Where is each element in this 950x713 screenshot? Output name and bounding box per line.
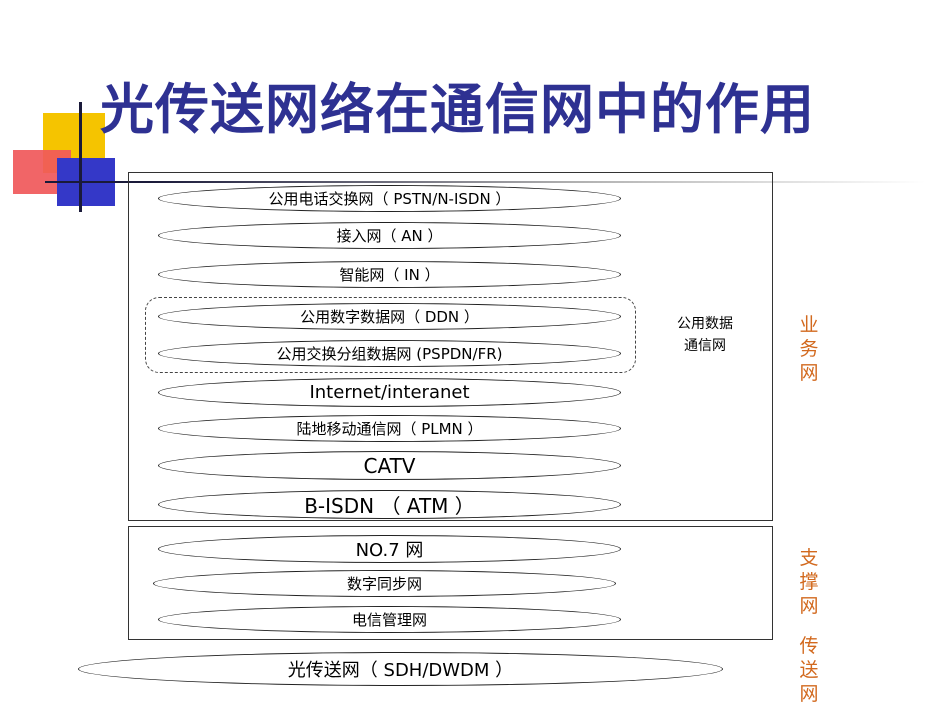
layer-pstn: 公用电话交换网（ PSTN/N-ISDN ） [158, 185, 621, 212]
layer-ddn: 公用数字数据网（ DDN ） [158, 303, 621, 330]
decor-horizontal-line [45, 181, 925, 183]
support-network-side-label: 支撑网 [799, 547, 819, 617]
slide-title: 光传送网络在通信网中的作用 [100, 78, 815, 141]
layer-pspdn: 公用交换分组数据网 (PSPDN/FR) [158, 340, 621, 367]
support-network-box [128, 526, 773, 640]
public-data-label-line2: 通信网 [684, 338, 726, 354]
public-data-network-label: 公用数据 通信网 [665, 313, 745, 357]
layer-internet: Internet/interanet [158, 378, 621, 407]
service-network-box [128, 172, 773, 521]
decor-vertical-line [79, 102, 82, 212]
transport-network-side-label: 传送网 [799, 635, 819, 705]
layer-digital-sync: 数字同步网 [153, 570, 616, 597]
public-data-label-line1: 公用数据 [677, 316, 733, 332]
layer-b-isdn: B-ISDN （ ATM ） [158, 490, 621, 519]
layer-no7: NO.7 网 [158, 535, 621, 563]
service-network-side-label: 业务网 [799, 314, 819, 384]
layer-plmn: 陆地移动通信网（ PLMN ） [158, 415, 621, 442]
public-data-network-group [145, 297, 636, 373]
layer-catv: CATV [158, 451, 621, 480]
layer-access-network: 接入网（ AN ） [158, 222, 621, 249]
layer-intelligent-network: 智能网（ IN ） [158, 261, 621, 288]
layer-telecom-management: 电信管理网 [158, 606, 621, 633]
layer-optical-transport: 光传送网（ SDH/DWDM ） [78, 652, 723, 686]
